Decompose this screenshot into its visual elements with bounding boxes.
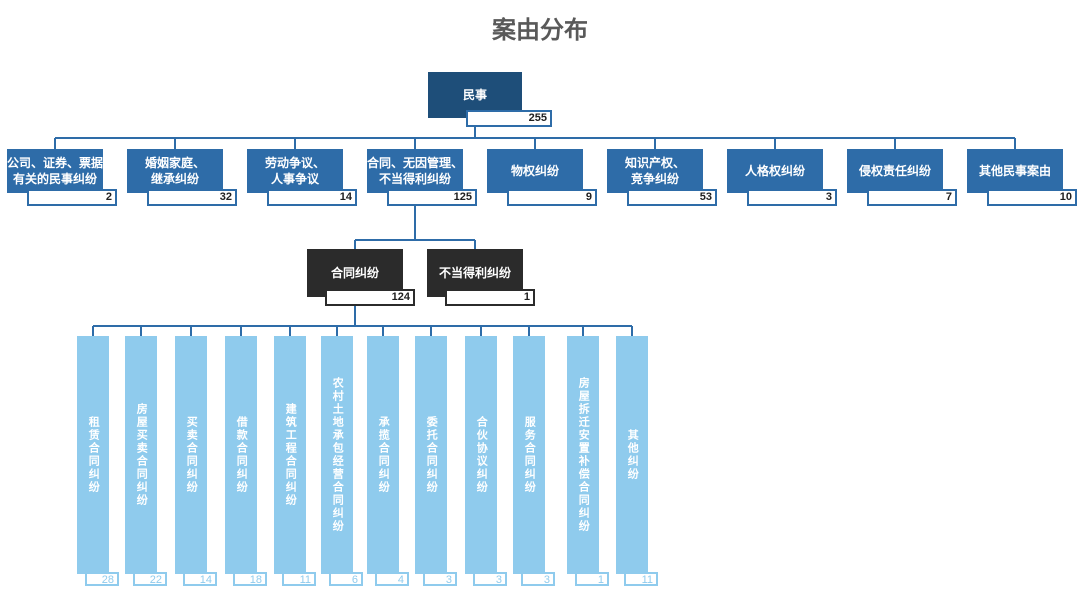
contract-type-count: 1	[575, 572, 609, 586]
contract-type-node[interactable]: 农村土地承包经营合同纠纷	[321, 336, 353, 574]
contract-type-node[interactable]: 建筑工程合同纠纷	[274, 336, 306, 574]
category-node[interactable]: 劳动争议、 人事争议	[247, 149, 343, 193]
category-count: 3	[747, 189, 837, 206]
contract-type-node[interactable]: 委托合同纠纷	[415, 336, 447, 574]
category-count: 14	[267, 189, 357, 206]
contract-type-count: 11	[282, 572, 316, 586]
category-count: 32	[147, 189, 237, 206]
contract-type-count: 11	[624, 572, 658, 586]
category-node[interactable]: 公司、证券、票据 有关的民事纠纷	[7, 149, 103, 193]
category-count: 125	[387, 189, 477, 206]
contract-type-count: 3	[423, 572, 457, 586]
category-node[interactable]: 其他民事案由	[967, 149, 1063, 193]
category-node[interactable]: 合同、无因管理、 不当得利纠纷	[367, 149, 463, 193]
category-count: 53	[627, 189, 717, 206]
category-count: 9	[507, 189, 597, 206]
contract-type-count: 22	[133, 572, 167, 586]
category-node[interactable]: 侵权责任纠纷	[847, 149, 943, 193]
contract-type-count: 6	[329, 572, 363, 586]
contract-type-count: 28	[85, 572, 119, 586]
contract-type-count: 4	[375, 572, 409, 586]
root-label: 民事	[462, 87, 487, 102]
contract-type-count: 3	[521, 572, 555, 586]
category-count: 2	[27, 189, 117, 206]
contract-type-node[interactable]: 借款合同纠纷	[225, 336, 257, 574]
subcategory-count: 1	[445, 289, 535, 306]
subcategory-count: 124	[325, 289, 415, 306]
contract-type-node[interactable]: 服务合同纠纷	[513, 336, 545, 574]
contract-type-count: 3	[473, 572, 507, 586]
contract-type-node[interactable]: 合伙协议纠纷	[465, 336, 497, 574]
contract-type-count: 18	[233, 572, 267, 586]
category-count: 7	[867, 189, 957, 206]
contract-type-node[interactable]: 租赁合同纠纷	[77, 336, 109, 574]
contract-type-node[interactable]: 房屋拆迁安置补偿合同纠纷	[567, 336, 599, 574]
contract-type-count: 14	[183, 572, 217, 586]
root-count: 255	[466, 110, 552, 127]
contract-type-node[interactable]: 房屋买卖合同纠纷	[125, 336, 157, 574]
category-node[interactable]: 婚姻家庭、 继承纠纷	[127, 149, 223, 193]
contract-type-node[interactable]: 其他纠纷	[616, 336, 648, 574]
category-node[interactable]: 物权纠纷	[487, 149, 583, 193]
category-node[interactable]: 知识产权、 竞争纠纷	[607, 149, 703, 193]
contract-type-node[interactable]: 承揽合同纠纷	[367, 336, 399, 574]
contract-type-node[interactable]: 买卖合同纠纷	[175, 336, 207, 574]
category-node[interactable]: 人格权纠纷	[727, 149, 823, 193]
diagram-title: 案由分布	[492, 17, 588, 44]
category-count: 10	[987, 189, 1077, 206]
